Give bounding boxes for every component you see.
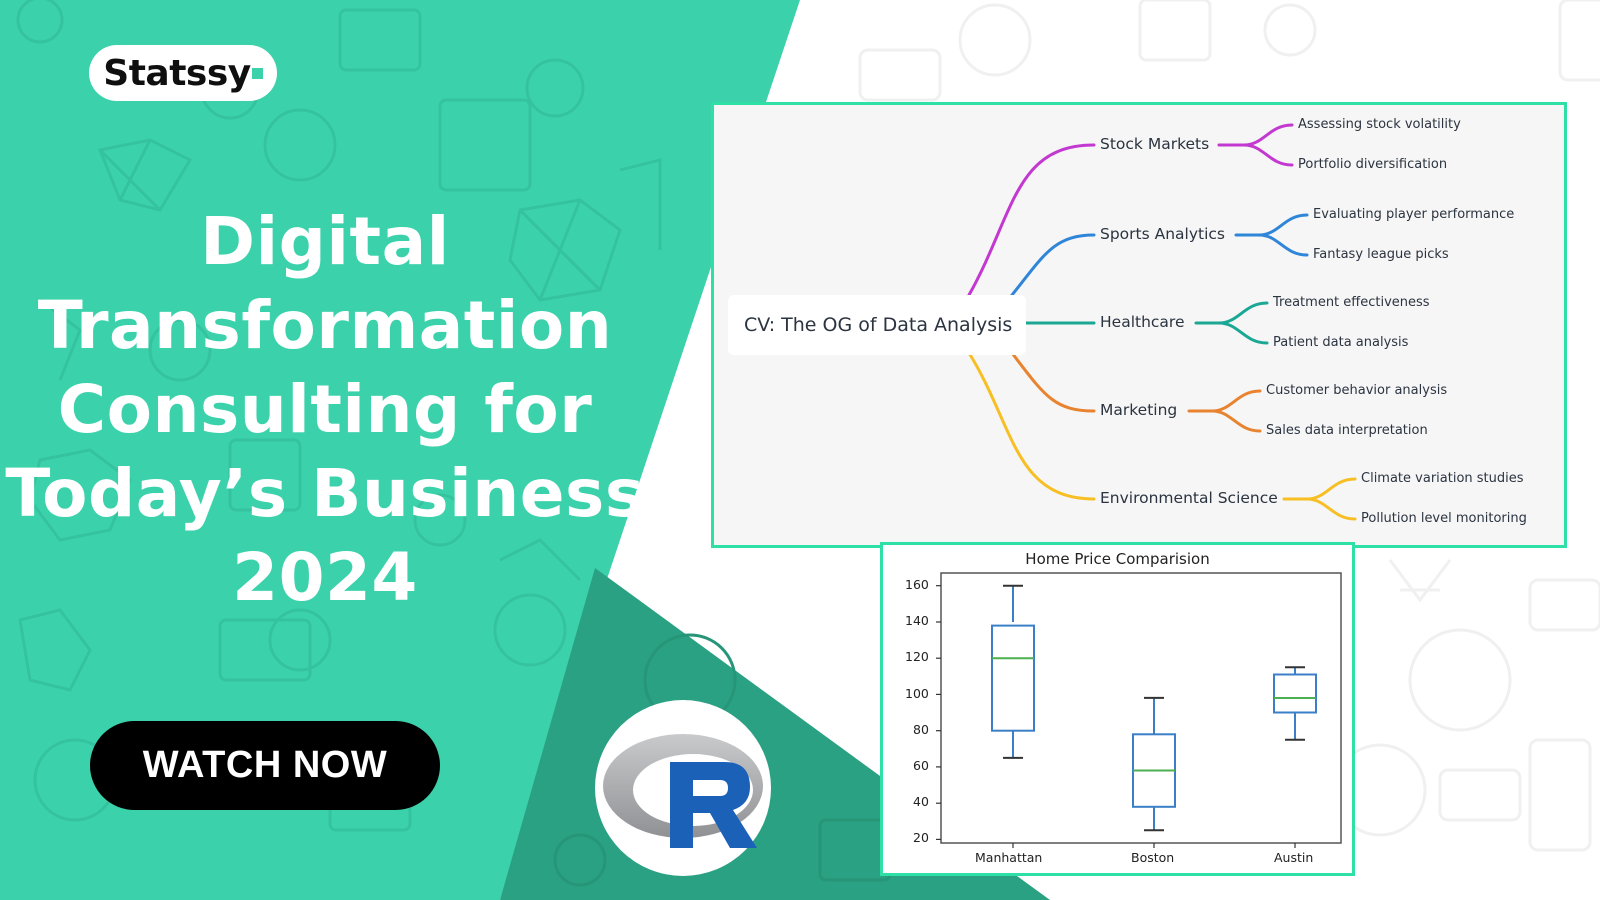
leaf-item: Sales data interpretation bbox=[1266, 423, 1428, 438]
mindmap-connectors bbox=[967, 123, 1357, 521]
branch-environmental-science: Environmental Science bbox=[1100, 489, 1278, 507]
box-austin bbox=[1273, 666, 1317, 741]
box-boston bbox=[1132, 696, 1176, 832]
mindmap-card: CV: The OG of Data Analysis Stock Market… bbox=[711, 102, 1567, 548]
home-price-chart-card: Home Price Comparision bbox=[880, 542, 1355, 876]
watch-now-button[interactable]: WATCH NOW bbox=[90, 721, 440, 810]
leaf-item: Treatment effectiveness bbox=[1273, 295, 1430, 310]
chart-title: Home Price Comparision bbox=[1025, 550, 1210, 568]
hero-title: Digital Transformation Consulting for To… bbox=[0, 200, 650, 620]
hero-title-line: Digital bbox=[200, 203, 450, 280]
y-tick: 60 bbox=[913, 758, 929, 773]
y-tick: 160 bbox=[905, 577, 929, 592]
mindmap-root-node: CV: The OG of Data Analysis bbox=[728, 295, 1026, 355]
box-plot bbox=[936, 572, 1342, 848]
y-tick: 120 bbox=[905, 649, 929, 664]
leaf-item: Patient data analysis bbox=[1273, 335, 1409, 350]
branch-marketing: Marketing bbox=[1100, 401, 1178, 419]
leaf-item: Evaluating player performance bbox=[1313, 207, 1515, 222]
y-tick: 40 bbox=[913, 794, 929, 809]
x-tick: Boston bbox=[1131, 850, 1175, 865]
branch-stock-markets: Stock Markets bbox=[1100, 135, 1210, 153]
hero-title-line: 2024 bbox=[232, 539, 418, 616]
leaf-item: Climate variation studies bbox=[1361, 471, 1524, 486]
branch-healthcare: Healthcare bbox=[1100, 313, 1185, 331]
ai-pattern-icon bbox=[858, 0, 1600, 852]
leaf-item: Fantasy league picks bbox=[1313, 247, 1449, 262]
y-tick: 140 bbox=[905, 613, 929, 628]
y-tick: 80 bbox=[913, 722, 929, 737]
r-logo-icon bbox=[603, 734, 763, 848]
leaf-item: Pollution level monitoring bbox=[1361, 511, 1527, 526]
y-tick: 20 bbox=[913, 830, 929, 845]
hero-title-line: Today’s Business bbox=[5, 455, 645, 532]
y-tick: 100 bbox=[905, 686, 929, 701]
leaf-item: Portfolio diversification bbox=[1298, 157, 1448, 172]
logo-dot-icon bbox=[251, 67, 263, 79]
leaf-item: Assessing stock volatility bbox=[1298, 117, 1461, 132]
logo-text: Statssy bbox=[103, 52, 251, 94]
hero-title-line: Consulting for bbox=[57, 371, 593, 448]
hero-title-line: Transformation bbox=[37, 287, 613, 364]
leaf-item: Customer behavior analysis bbox=[1266, 383, 1448, 398]
r-language-logo bbox=[595, 700, 771, 876]
statssy-logo[interactable]: Statssy bbox=[89, 45, 277, 101]
branch-sports-analytics: Sports Analytics bbox=[1100, 225, 1225, 243]
x-tick: Austin bbox=[1274, 850, 1314, 865]
box-manhattan bbox=[991, 584, 1035, 759]
x-tick: Manhattan bbox=[975, 850, 1043, 865]
